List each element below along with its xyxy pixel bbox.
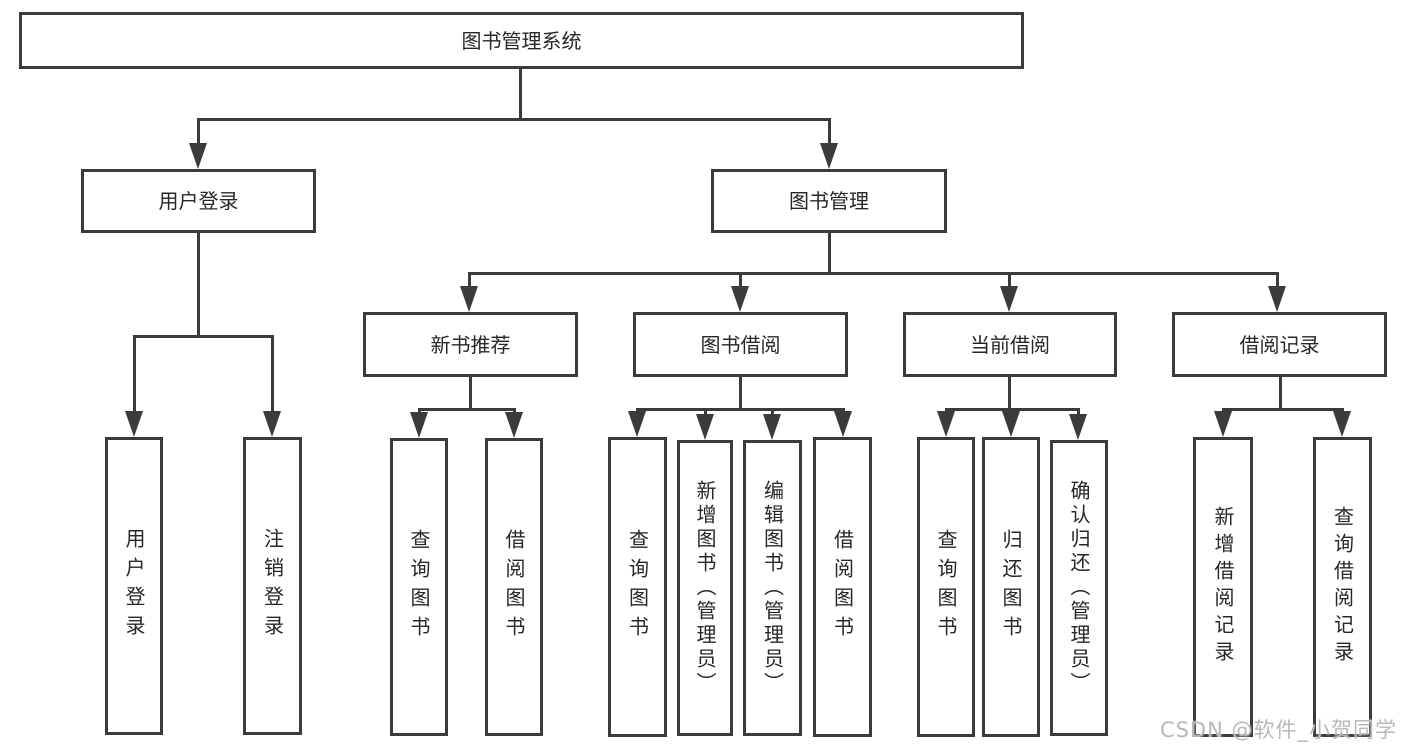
arrowhead-return-books: [1002, 411, 1020, 437]
node-leaf-add-borrow-record-label: 新增借阅记录: [1211, 506, 1235, 668]
arrowhead-borrow-books-1: [505, 412, 523, 438]
arrowhead-borrow-record: [1268, 286, 1286, 312]
arrowhead-book-mgmt: [820, 143, 838, 169]
node-leaf-confirm-return-admin: 确认归还（管理员）: [1050, 440, 1108, 736]
node-leaf-query-books-3: 查询图书: [917, 437, 975, 737]
connector-book-mgmt-branch: [468, 272, 1279, 275]
connector-borrow-record-stem: [1279, 377, 1282, 408]
connector-stem-confirm-return: [1077, 408, 1080, 416]
connector-book-mgmt-stem: [828, 233, 831, 272]
connector-stem-book-mgmt: [828, 118, 831, 144]
node-current-borrow-label: 当前借阅: [970, 332, 1050, 357]
node-leaf-query-books-3-label: 查询图书: [934, 529, 958, 645]
node-root-label: 图书管理系统: [461, 28, 582, 53]
connector-stem-logout-leaf: [271, 335, 274, 411]
connector-root-stem: [519, 69, 522, 118]
node-leaf-edit-book-admin-label: 编辑图书（管理员）: [760, 480, 785, 696]
node-borrow-record: 借阅记录: [1172, 312, 1387, 377]
node-leaf-borrow-books-1-label: 借阅图书: [502, 529, 526, 645]
node-leaf-borrow-books-1: 借阅图书: [485, 438, 543, 736]
node-new-book-rec-label: 新书推荐: [430, 332, 511, 357]
node-user-login-label: 用户登录: [158, 189, 239, 213]
connector-stem-current-borrow: [1008, 272, 1011, 286]
arrowhead-query-books-2: [628, 411, 646, 437]
node-leaf-add-borrow-record: 新增借阅记录: [1193, 437, 1253, 737]
arrowhead-login-leaf: [125, 411, 143, 437]
connector-root-branch: [197, 118, 831, 121]
node-leaf-query-books-2-label: 查询图书: [625, 529, 650, 645]
connector-stem-new-book-rec: [468, 272, 471, 286]
connector-book-borrow-stem: [739, 377, 742, 408]
arrowhead-edit-book: [763, 414, 781, 440]
arrowhead-confirm-return: [1069, 414, 1087, 440]
node-leaf-query-books-1-label: 查询图书: [407, 529, 431, 645]
node-book-borrow: 图书借阅: [633, 312, 848, 377]
arrowhead-book-borrow: [731, 286, 749, 312]
connector-stem-login-leaf: [133, 335, 136, 411]
node-new-book-rec: 新书推荐: [363, 312, 578, 377]
arrowhead-current-borrow: [1000, 286, 1018, 312]
node-leaf-user-login: 用户登录: [105, 437, 163, 735]
node-leaf-return-books-label: 归还图书: [999, 529, 1023, 645]
connector-current-borrow-stem: [1008, 377, 1011, 408]
connector-book-borrow-branch: [636, 408, 844, 411]
node-leaf-confirm-return-admin-label: 确认归还（管理员）: [1067, 480, 1091, 696]
connector-stem-borrow-books-1: [513, 408, 516, 414]
arrowhead-add-book: [696, 414, 714, 440]
node-borrow-record-label: 借阅记录: [1239, 332, 1320, 357]
connector-user-login-stem: [197, 233, 200, 335]
node-leaf-borrow-books-2-label: 借阅图书: [830, 529, 855, 645]
watermark: CSDN @软件_小贺同学: [1159, 718, 1397, 742]
connector-stem-book-borrow: [739, 272, 742, 286]
node-user-login: 用户登录: [81, 169, 316, 233]
node-leaf-logout: 注销登录: [243, 437, 302, 735]
node-leaf-query-books-2: 查询图书: [608, 437, 667, 737]
node-leaf-query-books-1: 查询图书: [390, 438, 448, 736]
node-leaf-user-login-label: 用户登录: [122, 528, 146, 644]
node-leaf-borrow-books-2: 借阅图书: [813, 437, 872, 737]
arrowhead-query-books-3: [937, 411, 955, 437]
connector-stem-add-book: [704, 408, 707, 416]
connector-stem-borrow-record: [1276, 272, 1279, 286]
connector-new-book-rec-stem: [469, 377, 472, 408]
node-leaf-query-borrow-record-label: 查询借阅记录: [1330, 506, 1355, 668]
arrowhead-add-borrow-record: [1214, 411, 1232, 437]
connector-new-book-rec-branch: [418, 408, 516, 411]
connector-stem-edit-book: [771, 408, 774, 416]
connector-user-login-branch: [133, 335, 274, 338]
arrowhead-logout-leaf: [263, 411, 281, 437]
node-book-mgmt: 图书管理: [711, 169, 947, 233]
node-leaf-query-borrow-record: 查询借阅记录: [1313, 437, 1372, 737]
node-leaf-return-books: 归还图书: [982, 437, 1040, 737]
arrowhead-user-login: [189, 143, 207, 169]
node-book-borrow-label: 图书借阅: [700, 332, 781, 357]
node-leaf-logout-label: 注销登录: [260, 528, 285, 644]
arrowhead-query-books-1: [410, 412, 428, 438]
arrowhead-new-book-rec: [460, 286, 478, 312]
arrowhead-query-borrow-record: [1333, 411, 1351, 437]
node-leaf-add-book-admin-label: 新增图书（管理员）: [693, 480, 717, 696]
node-leaf-edit-book-admin: 编辑图书（管理员）: [743, 440, 802, 736]
arrowhead-borrow-books-2: [834, 411, 852, 437]
node-current-borrow: 当前借阅: [903, 312, 1117, 377]
node-book-mgmt-label: 图书管理: [789, 189, 869, 213]
node-root: 图书管理系统: [19, 12, 1024, 69]
node-leaf-add-book-admin: 新增图书（管理员）: [677, 440, 733, 736]
connector-stem-user-login: [197, 118, 200, 144]
connector-borrow-record-branch: [1222, 408, 1344, 411]
connector-stem-query-books-1: [418, 408, 421, 414]
